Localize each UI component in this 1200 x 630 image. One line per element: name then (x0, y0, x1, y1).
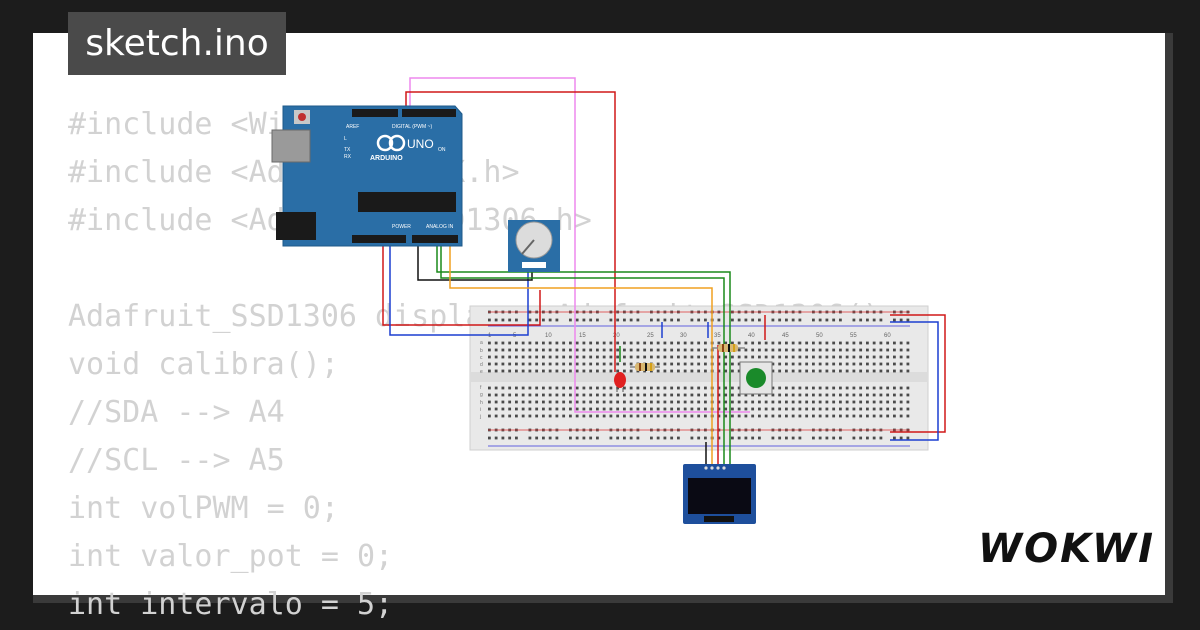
analog-label: ANALOG IN (426, 224, 454, 230)
code-line: void calibra(); (68, 347, 339, 382)
on-label: ON (438, 147, 446, 153)
usb-port-icon (271, 129, 311, 163)
digital-header-2 (352, 109, 398, 117)
wire-blue-rail (890, 321, 939, 441)
svg-text:45: 45 (782, 333, 789, 339)
power-label: POWER (392, 224, 411, 230)
svg-text:a: a (480, 340, 483, 346)
svg-text:15: 15 (579, 333, 586, 339)
wire-pink (409, 77, 750, 413)
svg-text:5: 5 (513, 333, 517, 339)
wires (382, 77, 946, 468)
svg-text:50: 50 (816, 333, 823, 339)
arduino-uno[interactable]: ARDUINO UNO DIGITAL (PWM ~) POWER ANALOG… (271, 105, 463, 247)
sketch-file-title: sketch.ino (68, 12, 286, 75)
potentiometer-icon[interactable] (508, 220, 560, 272)
wire-red-top (405, 91, 616, 372)
code-line: int volPWM = 0; (68, 491, 339, 526)
svg-text:10: 10 (545, 333, 552, 339)
svg-text:f: f (480, 385, 482, 391)
svg-text:30: 30 (680, 333, 687, 339)
push-button-icon[interactable] (739, 361, 773, 395)
svg-text:35: 35 (714, 333, 721, 339)
svg-text:c: c (480, 355, 483, 361)
tx-label: TX (344, 147, 351, 153)
rx-label: RX (344, 154, 352, 160)
wire-green-2 (440, 240, 725, 468)
wire-red-5v (382, 240, 541, 326)
led-icon[interactable] (614, 372, 626, 392)
wokwi-logo: WOKWI (978, 526, 1156, 572)
code-line: int intervalo = 5; (68, 587, 394, 622)
breadboard: 1 5 10 15 20 25 30 35 40 45 50 55 60 a b… (469, 305, 929, 451)
svg-text:1: 1 (488, 333, 492, 339)
code-line: //SDA --> A4 (68, 395, 285, 430)
wire-black (417, 240, 533, 281)
wire-green (436, 240, 731, 468)
code-line: //SCL --> A5 (68, 443, 285, 478)
microcontroller-chip (358, 192, 456, 212)
analog-header (412, 235, 458, 243)
resistor-icon (630, 363, 660, 371)
arduino-model: UNO (407, 137, 434, 151)
wire-blue-gnd (389, 240, 529, 336)
svg-text:b: b (480, 348, 483, 354)
wire-orange (449, 240, 713, 468)
wire-red-rail (890, 314, 946, 433)
svg-text:60: 60 (884, 333, 891, 339)
svg-text:g: g (480, 392, 483, 398)
resistor-icon (712, 344, 745, 352)
svg-text:h: h (480, 400, 483, 406)
svg-text:e: e (480, 369, 483, 375)
svg-text:i: i (480, 407, 481, 413)
aref-label: AREF (346, 124, 359, 130)
oled-display-icon[interactable] (683, 464, 756, 524)
breadboard-column-numbers: 1 5 10 15 20 25 30 35 40 45 50 55 60 (488, 333, 891, 339)
svg-text:j: j (479, 414, 481, 420)
arduino-brand: ARDUINO (370, 155, 403, 162)
svg-text:d: d (480, 362, 483, 368)
arduino-logo-icon (376, 134, 394, 152)
svg-text:20: 20 (613, 333, 620, 339)
breadboard-row-letters: a b c d e f g h i j (479, 340, 483, 420)
digital-header (402, 109, 456, 117)
power-header (352, 235, 406, 243)
preview-card: #include <Wire.h>#include <Adafruit_GFX.… (33, 33, 1173, 622)
svg-text:55: 55 (850, 333, 857, 339)
svg-text:25: 25 (647, 333, 654, 339)
code-line: int valor_pot = 0; (68, 539, 394, 574)
power-jack-icon (276, 212, 316, 240)
svg-text:40: 40 (748, 333, 755, 339)
digital-label: DIGITAL (PWM ~) (392, 124, 432, 130)
l-label: L (344, 136, 347, 142)
